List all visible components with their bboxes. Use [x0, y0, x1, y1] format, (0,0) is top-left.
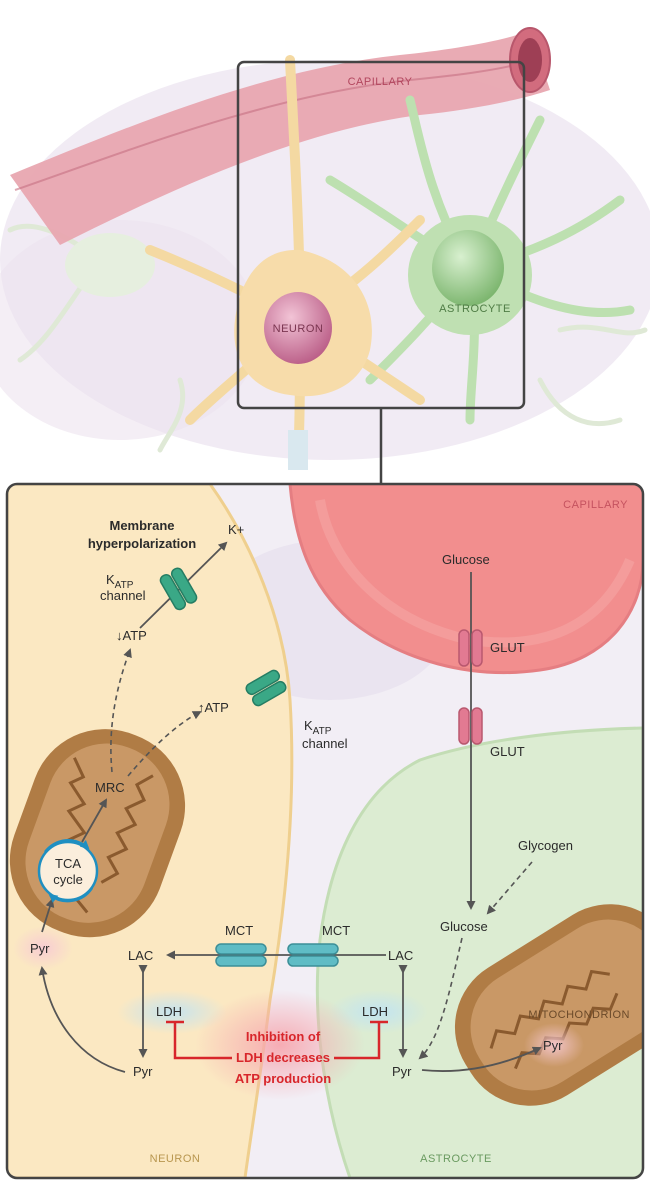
atp-up-label: ↑ATP: [198, 700, 229, 715]
pyr-neuron-label: Pyr: [133, 1064, 153, 1079]
panel-frame: [5, 482, 645, 1180]
axon-sheath: [288, 430, 308, 470]
inhibition-glow: [195, 990, 365, 1100]
top-capillary-label: CAPILLARY: [348, 76, 413, 88]
arrow-mrc-atp-up: [127, 711, 202, 777]
inhibition-label-line2: LDH decreases: [236, 1050, 330, 1065]
mitochondrion-label: MITOCHONDRION: [528, 1009, 630, 1021]
mct-neuron-label: MCT: [225, 923, 253, 938]
neuron-cell: [145, 55, 425, 470]
arrow-glycogen-glucose: [486, 861, 533, 915]
capillary-region: [288, 484, 643, 674]
ldh-neuron-label: LDH: [156, 1004, 182, 1019]
arrow-pyr-to-mito: [38, 966, 126, 1073]
detail-panel: CAPILLARY Membrane hyperpolarization K+ …: [5, 482, 645, 1180]
tca-cycle-ring: [37, 839, 99, 903]
katp-channel-word-mito: channel: [302, 736, 348, 751]
arrow-tca-mrc: [81, 798, 107, 843]
katp-label-membrane: KATP: [106, 572, 134, 591]
glut-channel-capillary: [458, 629, 483, 667]
mrc-label: MRC: [95, 780, 125, 795]
inhibition-label-line1: Inhibition of: [246, 1029, 321, 1044]
astrocyte-mitochondrion: [454, 904, 643, 1106]
ldh-astrocyte-label: LDH: [362, 1004, 388, 1019]
glut-channel-astrocyte: [458, 707, 483, 745]
astrocyte-cell: [325, 95, 635, 425]
top-illustration: CAPILLARY NEURON ASTROCYTE: [0, 0, 650, 484]
glucose-astrocyte-label: Glucose: [440, 919, 488, 934]
arrow-pyr-mitochondrion: [421, 1046, 542, 1072]
background-cell: [65, 233, 155, 297]
glucose-capillary-label: Glucose: [442, 552, 490, 567]
top-neuron-label: NEURON: [273, 323, 324, 335]
glut-capillary-label: GLUT: [490, 640, 525, 655]
glut-astrocyte-label: GLUT: [490, 744, 525, 759]
pyr-glow: [13, 926, 73, 970]
mct-channel-neuron: [215, 943, 267, 967]
lac-astrocyte-label: LAC: [388, 948, 413, 963]
mct-astrocyte-label: MCT: [322, 923, 350, 938]
membrane-label-line1: Membrane: [109, 518, 174, 533]
astrocyte-nucleus: [432, 230, 504, 306]
pyr-mito-neuron-label: Pyr: [30, 941, 50, 956]
ldh-inhibition-bracket: [166, 1020, 388, 1060]
capillary-label: CAPILLARY: [563, 499, 628, 511]
atp-down-label: ↓ATP: [116, 628, 147, 643]
katp-label-mito: KATP: [304, 718, 332, 737]
pathway-arrows: [38, 541, 542, 1073]
katp-channel-membrane: [159, 567, 198, 611]
katp-channel-word-membrane: channel: [100, 588, 146, 603]
pyr-glow-mito: [524, 1023, 584, 1067]
neuron-label: NEURON: [150, 1153, 201, 1165]
inhibition-label-line3: ATP production: [235, 1071, 331, 1086]
tca-label-line1: TCA: [55, 856, 81, 871]
arrow-glucose-pyr: [418, 937, 463, 1060]
neuron-nucleus: [264, 292, 332, 364]
pyr-astro-mito-label: Pyr: [543, 1038, 563, 1053]
katp-channel-mito: [245, 669, 287, 707]
top-astrocyte-label: ASTROCYTE: [439, 303, 511, 315]
membrane-label-line2: hyperpolarization: [88, 536, 196, 551]
lac-neuron-label: LAC: [128, 948, 153, 963]
arrow-mrc-atp-down: [110, 648, 132, 773]
astrocyte-label: ASTROCYTE: [420, 1153, 492, 1165]
mct-channel-astrocyte: [287, 943, 339, 967]
k-plus-label: K+: [228, 522, 244, 537]
pyr-astrocyte-label: Pyr: [392, 1064, 412, 1079]
tca-label-line2: cycle: [53, 872, 83, 887]
glycogen-label: Glycogen: [518, 838, 573, 853]
arrow-pyr-tca: [41, 898, 55, 933]
